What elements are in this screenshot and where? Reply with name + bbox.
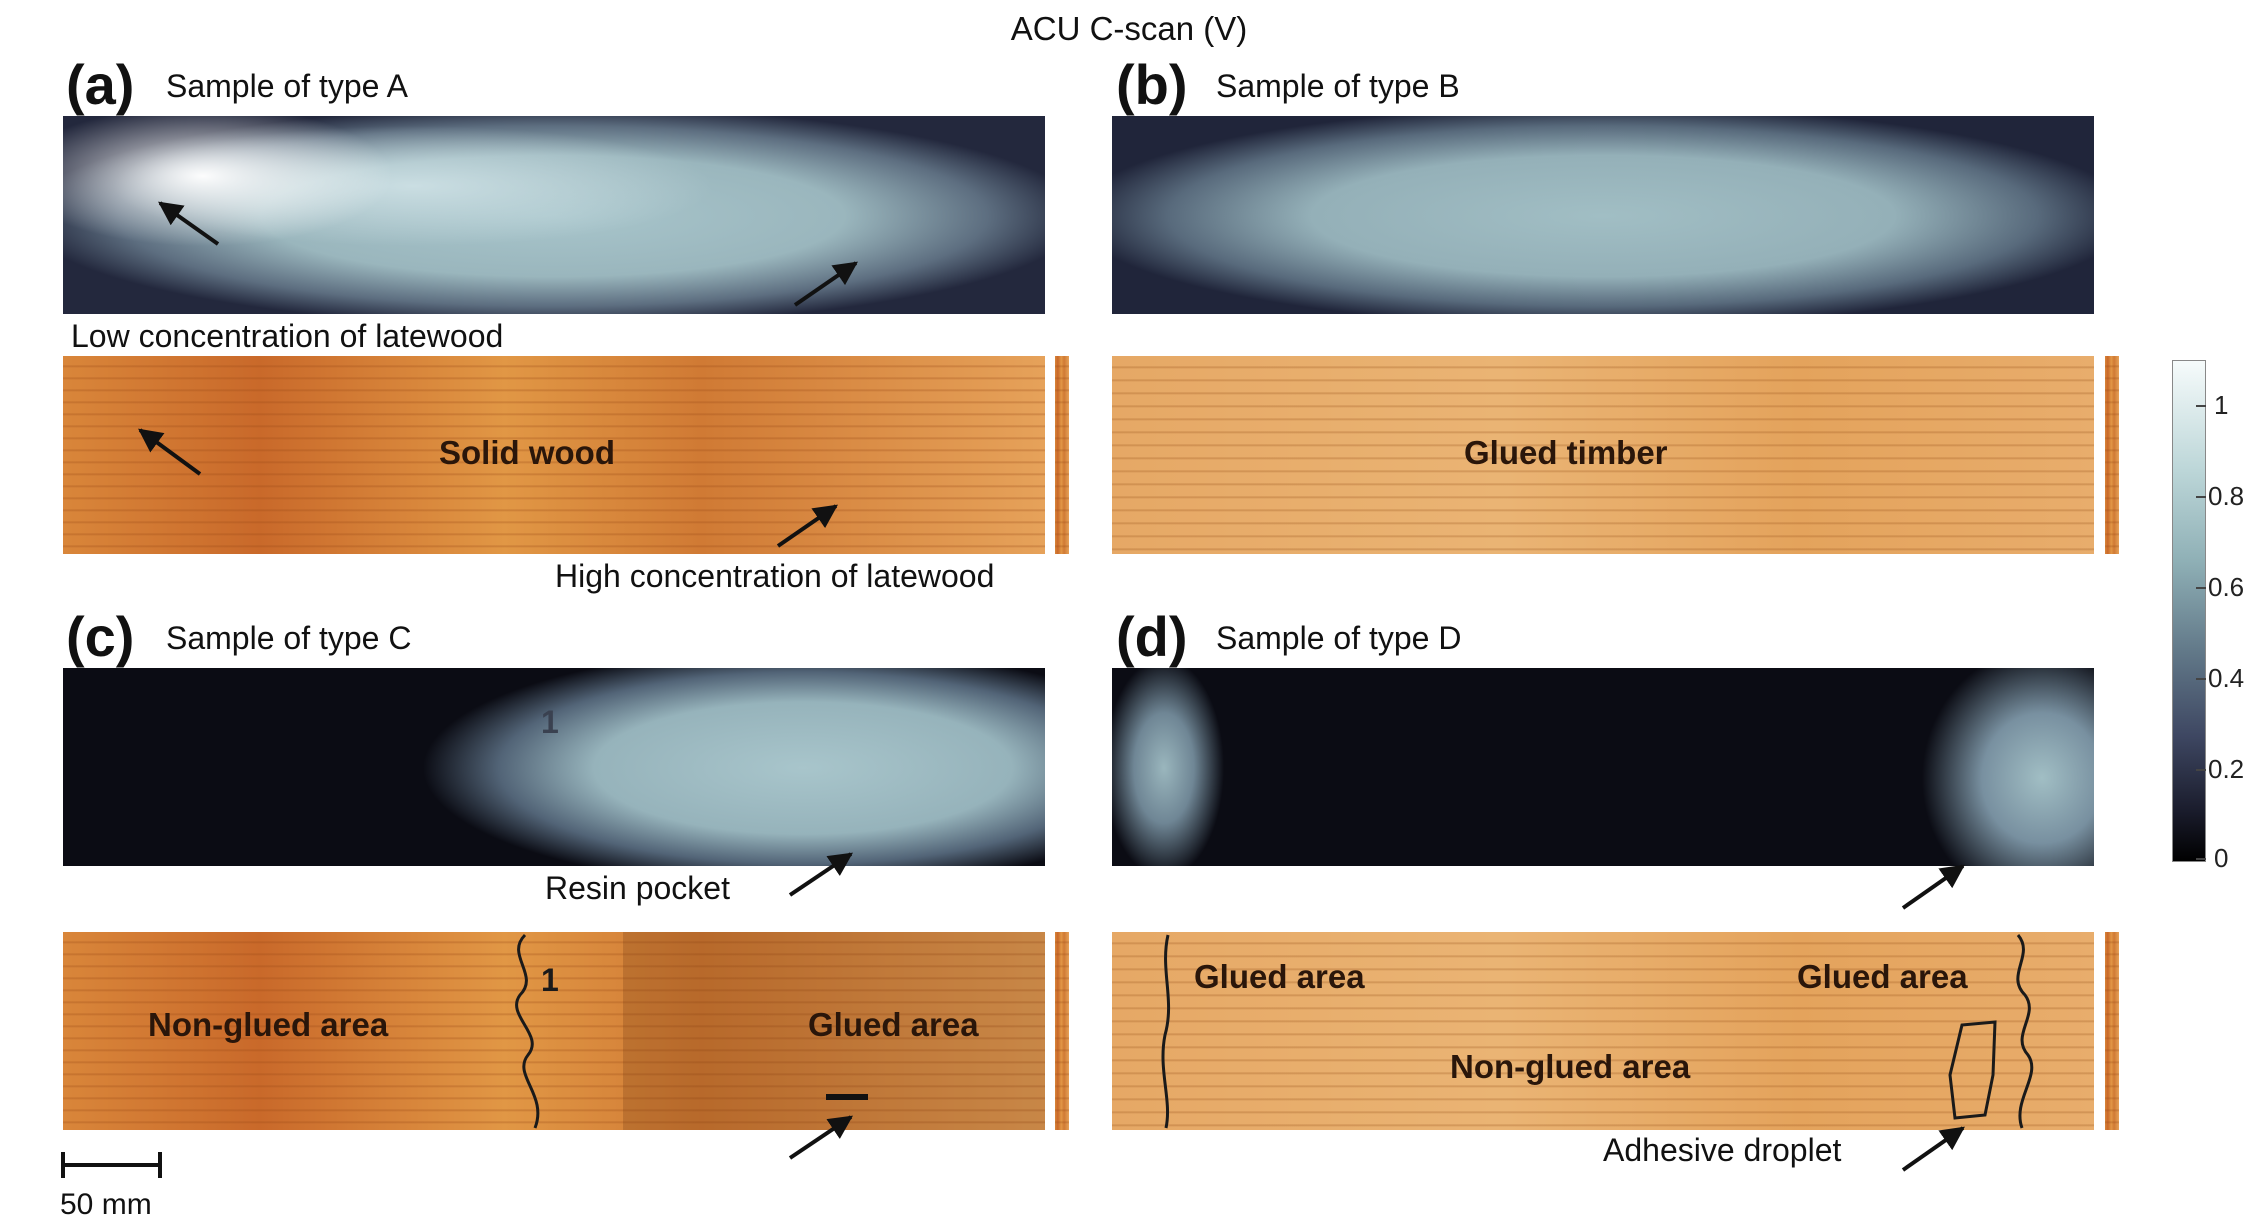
cscan-image-b xyxy=(1112,116,2094,314)
cscan-image-a xyxy=(63,116,1045,314)
wood-label-solid: Solid wood xyxy=(439,434,615,471)
colorbar-tick xyxy=(2196,496,2206,498)
arrow-icon xyxy=(776,504,838,548)
wood-photo-c: Non-glued area Glued area 1 xyxy=(63,932,1045,1130)
wood-photo-b: Glued timber xyxy=(1112,356,2094,554)
arrow-icon xyxy=(158,201,220,246)
wood-label-non-glued-c: Non-glued area xyxy=(148,1006,389,1043)
scale-bar-label: 50 mm xyxy=(60,1188,152,1221)
figure-title: ACU C-scan (V) xyxy=(1010,10,1248,47)
panel-a-sample: Sample of type A xyxy=(166,68,408,104)
arrow-icon xyxy=(793,261,858,307)
edge-strip-a xyxy=(1055,356,1069,554)
scale-bar xyxy=(61,1152,162,1178)
colorbar-tick xyxy=(2196,858,2206,860)
panel-d-label: (d) xyxy=(1116,605,1188,668)
arrow-icon xyxy=(1901,864,1965,910)
wood-photo-d: Glued area Glued area Non-glued area xyxy=(1112,932,2094,1130)
arrow-icon xyxy=(788,852,853,897)
wood-label-glued-timber: Glued timber xyxy=(1464,434,1668,471)
wood-label-glued-d-left: Glued area xyxy=(1194,958,1365,995)
edge-strip-c xyxy=(1055,932,1069,1130)
edge-strip-b xyxy=(2105,356,2119,554)
wood-c-marker: 1 xyxy=(541,962,559,998)
edge-strip-d xyxy=(2105,932,2119,1130)
wood-label-non-glued-d: Non-glued area xyxy=(1450,1048,1691,1085)
arrow-icon xyxy=(788,1115,853,1160)
colorbar-tick-label: 0.2 xyxy=(2208,754,2245,784)
colorbar-tick xyxy=(2196,587,2206,589)
glue-boundary-d-right xyxy=(2016,934,2034,1129)
panel-c-label: (c) xyxy=(66,605,135,668)
panel-a-label: (a) xyxy=(66,53,135,116)
glue-boundary-c xyxy=(515,933,540,1129)
colorbar-tick-label: 1 xyxy=(2214,390,2229,420)
arrow-icon xyxy=(1901,1126,1965,1172)
panel-b-label: (b) xyxy=(1116,53,1188,116)
colorbar-tick-label: 0.4 xyxy=(2208,663,2245,693)
colorbar-tick xyxy=(2196,769,2206,771)
panel-d-sample: Sample of type D xyxy=(1216,620,1462,656)
arrow-icon xyxy=(138,428,202,476)
cscan-image-c: 1 xyxy=(63,668,1045,866)
annotation-high-latewood: High concentration of latewood xyxy=(555,558,995,594)
panel-b-sample: Sample of type B xyxy=(1216,68,1460,104)
cscan-c-marker: 1 xyxy=(541,704,559,740)
wood-photo-a: Solid wood xyxy=(63,356,1045,554)
colorbar-tick-label: 0.6 xyxy=(2208,572,2245,602)
colorbar-tick xyxy=(2196,405,2206,407)
wood-label-glued-c: Glued area xyxy=(808,1006,979,1043)
cscan-image-d xyxy=(1112,668,2094,866)
colorbar-tick-label: 0 xyxy=(2214,843,2229,873)
panel-c-sample: Sample of type C xyxy=(166,620,412,656)
colorbar xyxy=(2172,360,2206,862)
colorbar-tick xyxy=(2196,678,2206,680)
annotation-resin-pocket: Resin pocket xyxy=(545,870,730,906)
annotation-low-latewood: Low concentration of latewood xyxy=(71,318,504,354)
adhesive-droplet-outline xyxy=(1948,1020,1997,1120)
wood-label-glued-d-right: Glued area xyxy=(1797,958,1968,995)
glue-boundary-d-left xyxy=(1161,934,1171,1129)
colorbar-tick-label: 0.8 xyxy=(2208,481,2245,511)
annotation-adhesive-droplet: Adhesive droplet xyxy=(1603,1132,1842,1168)
